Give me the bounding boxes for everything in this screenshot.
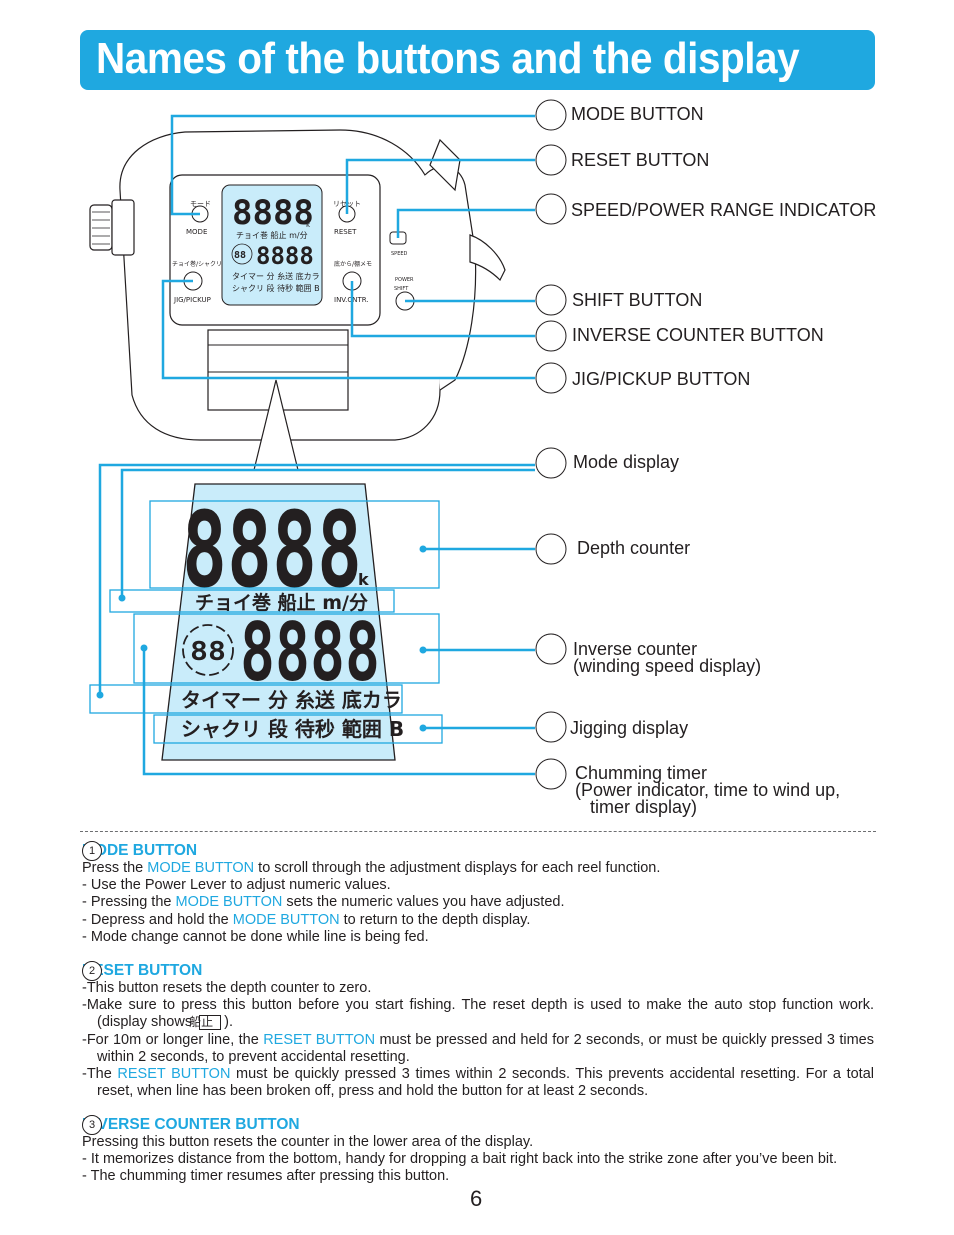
device-small-digits: 88 bbox=[234, 250, 246, 261]
device-mode-jp: モード bbox=[190, 200, 211, 208]
body-line: - It memorizes distance from the bottom,… bbox=[82, 1151, 838, 1168]
section-number: 1 bbox=[82, 841, 102, 861]
body-line: Pressing this button resets the counter … bbox=[82, 1134, 534, 1150]
page-title: Names of the buttons and the display bbox=[96, 34, 800, 83]
device-shift-label: SHIFT bbox=[394, 286, 409, 292]
device-reset-en: RESET bbox=[334, 228, 357, 236]
label-jigging-display: Jigging display bbox=[570, 718, 689, 738]
display-indicator-box: 船止 bbox=[189, 1015, 222, 1031]
label-reset-button: RESET BUTTON bbox=[571, 150, 710, 170]
reel-diagram: .ln { stroke: #1fa8e0; stroke-width: 2.5… bbox=[89, 99, 567, 790]
body-line: - Pressing the MODE BUTTON sets the nume… bbox=[82, 894, 565, 911]
highlight-term: RESET BUTTON bbox=[117, 1066, 231, 1083]
device-row1: チョイ巻 船止 m/分 bbox=[236, 230, 308, 240]
depth-unit-k: k bbox=[358, 570, 369, 589]
label-jig-pickup-button: JIG/PICKUP BUTTON bbox=[572, 369, 751, 389]
body-line: - Use the Power Lever to adjust numeric … bbox=[82, 877, 391, 894]
highlight-term: MODE BUTTON bbox=[232, 911, 340, 928]
section-title: RESET BUTTON bbox=[82, 962, 203, 979]
section-inverse-counter-button: 3 INVERSE COUNTER BUTTON Pressing this b… bbox=[82, 1115, 874, 1186]
device-jig-en: JIG/PICKUP bbox=[173, 296, 211, 304]
body-line: - Depress and hold the MODE BUTTON to re… bbox=[82, 911, 531, 928]
label-inverse-counter: Inverse counter (winding speed display) bbox=[573, 639, 762, 676]
section-title: INVERSE COUNTER BUTTON bbox=[82, 1116, 300, 1133]
timer-small-digits: 88 bbox=[190, 637, 226, 667]
title-bar: Names of the buttons and the display bbox=[80, 30, 875, 90]
display-row3: シャクリ 段 待秒 範囲 B bbox=[181, 717, 404, 741]
section-reset-button: 2 RESET BUTTON -This button resets the d… bbox=[82, 961, 874, 1100]
highlight-term: RESET BUTTON bbox=[263, 1031, 376, 1048]
upper-leaders bbox=[161, 114, 535, 380]
body-line: -The RESET BUTTON must be quickly presse… bbox=[82, 1066, 874, 1100]
device-speed-label: SPEED bbox=[391, 251, 408, 257]
section-mode-button: 1 MODE BUTTON Press the MODE BUTTON to s… bbox=[82, 841, 874, 946]
device-inv-jp: 底から/棚メモ bbox=[334, 260, 372, 268]
reel-body: 8888 k チョイ巻 船止 m/分 88 8888 タイマー 分 糸送 底カラ… bbox=[89, 129, 506, 471]
body-line: -Make sure to press this button before y… bbox=[82, 997, 874, 1031]
body-line: - Mode change cannot be done while line … bbox=[82, 928, 429, 945]
device-main-digits: 8888 bbox=[232, 193, 314, 233]
highlight-term: MODE BUTTON bbox=[175, 894, 283, 911]
lower-leaders bbox=[96, 463, 535, 776]
section-number: 3 bbox=[82, 1115, 102, 1135]
label-mode-display: Mode display bbox=[573, 452, 680, 472]
label-inverse-counter-button: INVERSE COUNTER BUTTON bbox=[572, 325, 824, 345]
device-jig-jp: チョイ巻/シャクリ bbox=[172, 260, 222, 268]
section-title: MODE BUTTON bbox=[82, 842, 198, 859]
device-lower-digits: 8888 bbox=[256, 242, 314, 270]
section-body: Press the MODE BUTTON to scroll through … bbox=[82, 860, 874, 946]
label-mode-button: MODE BUTTON bbox=[571, 104, 704, 124]
section-body: Pressing this button resets the counter … bbox=[82, 1134, 874, 1186]
label-shift-button: SHIFT BUTTON bbox=[572, 290, 703, 310]
page-number: 6 bbox=[470, 1186, 483, 1211]
highlight-term: MODE BUTTON bbox=[147, 860, 255, 876]
body-line: -For 10m or longer line, the RESET BUTTO… bbox=[82, 1031, 874, 1065]
lcd-display: 8888 k チョイ巻 船止 m/分 88 8888 タイマー 分 糸送 底カラ… bbox=[161, 483, 404, 761]
device-power-label: POWER bbox=[395, 277, 414, 283]
label-chumming-timer: Chumming timer (Power indicator, time to… bbox=[575, 763, 841, 817]
device-row2b: シャクリ 段 待秒 範囲 B bbox=[232, 283, 320, 293]
label-depth-counter: Depth counter bbox=[577, 538, 691, 558]
label-speed-power: SPEED/POWER RANGE INDICATOR bbox=[571, 200, 877, 220]
section-body: -This button resets the depth counter to… bbox=[82, 980, 874, 1100]
display-row2: タイマー 分 糸送 底カラ bbox=[181, 688, 402, 712]
body-line: -This button resets the depth counter to… bbox=[82, 980, 372, 996]
body-line: Press the MODE BUTTON to scroll through … bbox=[82, 860, 661, 876]
device-unit-k: k bbox=[306, 221, 311, 229]
section-divider bbox=[80, 831, 876, 832]
section-number: 2 bbox=[82, 961, 102, 981]
device-mode-en: MODE bbox=[186, 228, 207, 236]
depth-digits: 8888 bbox=[182, 489, 362, 611]
device-row2a: タイマー 分 糸送 底カラ bbox=[232, 271, 320, 281]
body-line: - The chumming timer resumes after press… bbox=[82, 1168, 450, 1185]
callout-circles bbox=[535, 99, 567, 790]
display-row1: チョイ巻 船止 m/分 bbox=[195, 591, 368, 614]
